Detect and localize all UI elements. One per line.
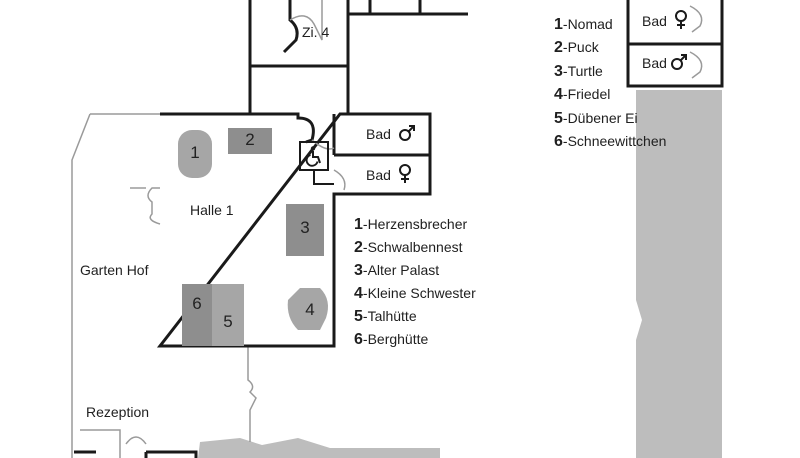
halle-left-door — [147, 187, 161, 225]
bad-door-2 — [333, 169, 346, 191]
rezeption-wall — [80, 429, 121, 458]
male-icon — [399, 125, 415, 141]
rezeption-door — [125, 436, 147, 445]
bad-label-female-1: Bad — [366, 167, 391, 183]
legend-item: 4-Friedel — [554, 86, 611, 104]
marker-6-shape — [182, 284, 212, 346]
legend-item: 4-Kleine Schwester — [354, 285, 476, 302]
halle-1-room — [156, 112, 432, 348]
marker-3: 3 — [300, 218, 310, 237]
female-icon — [399, 164, 411, 183]
legend-item: 1-Herzensbrecher — [354, 216, 468, 233]
marker-5-shape — [212, 284, 244, 346]
legend-upper: 1-Nomad 2-Puck 3-Turtle 4-Friedel 5-Dübe… — [554, 13, 666, 153]
zi4-room — [248, 0, 350, 66]
building-outline-left — [71, 113, 160, 458]
room-label-halle-1: Halle 1 — [190, 202, 234, 218]
room-label-garten-hof: Garten Hof — [80, 262, 149, 278]
marker-1-shape — [178, 130, 212, 178]
legend-item: 1-Nomad — [554, 16, 613, 33]
marker-2-shape — [228, 128, 272, 154]
male-icon — [671, 54, 687, 70]
corridor-area-right — [636, 90, 722, 458]
rezeption-box — [144, 450, 198, 458]
female-icon — [675, 10, 687, 29]
legend-item: 3-Turtle — [554, 62, 603, 80]
marker-2: 2 — [245, 130, 255, 149]
corridor-wall — [247, 346, 257, 442]
wheelchair-icon — [305, 146, 321, 167]
bad-label-female-2: Bad — [642, 13, 667, 29]
marker-4-shape — [287, 288, 328, 330]
legend-item: 5-Talhütte — [354, 308, 417, 325]
legend-item: 2-Schwalbennest — [354, 239, 463, 256]
marker-5: 5 — [223, 312, 233, 331]
legend-item: 3-Alter Palast — [354, 262, 440, 279]
legend-item: 2-Puck — [554, 39, 599, 57]
marker-4: 4 — [305, 300, 315, 319]
legend-item: 5-Dübener Ei — [554, 109, 638, 127]
legend-halle-1: 1-Herzensbrecher 2-Schwalbennest 3-Alter… — [354, 213, 476, 351]
room-label-zi4: Zi. 4 — [302, 24, 330, 40]
room-label-rezeption: Rezeption — [86, 404, 150, 420]
top-corridor — [248, 0, 350, 114]
marker-1: 1 — [190, 143, 200, 162]
legend-item: 6-Berghütte — [354, 331, 429, 348]
marker-3-shape — [286, 204, 324, 256]
legend-item: 6-Schneewittchen — [554, 133, 667, 151]
upper-bad-door — [689, 5, 703, 79]
bad-label-male-2: Bad — [642, 55, 667, 71]
bad-label-male-1: Bad — [366, 126, 391, 142]
corridor-area-bottom — [198, 438, 440, 458]
marker-6: 6 — [192, 294, 202, 313]
